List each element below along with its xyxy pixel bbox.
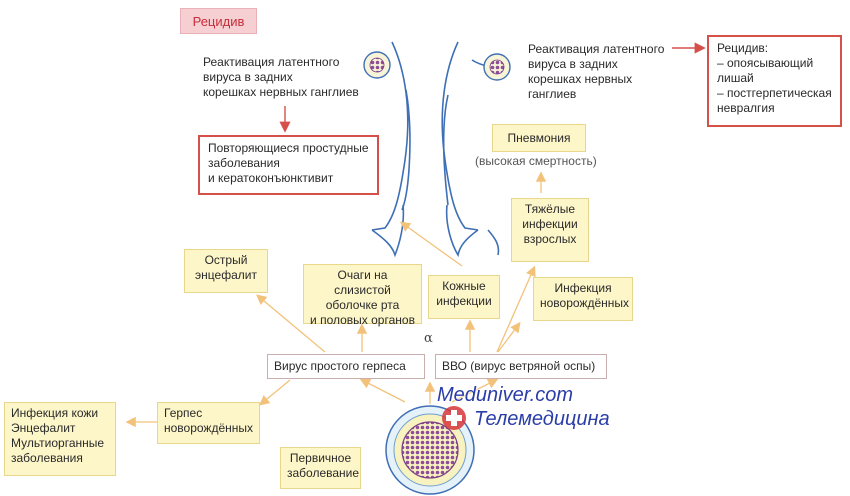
- ganglion-right-icon: [483, 53, 511, 81]
- reactivation-left-text: Реактивация латентного вируса в задних к…: [203, 55, 359, 99]
- newborn-herpes-box: Герпес новорождённых: [157, 402, 260, 444]
- watermark-subtitle: Телемедицина: [474, 408, 610, 430]
- acute-encephalitis-box: Острый энцефалит: [184, 249, 268, 293]
- yellow-arrows: [125, 171, 547, 428]
- relapse-outcome-item: – опоясывающий лишай: [717, 56, 814, 85]
- recurrent-colds-box: Повторяющиеся простудные заболевания и к…: [198, 135, 379, 195]
- watermark-cross-icon: [442, 406, 466, 430]
- pneumonia-note: (высокая смертность): [475, 154, 597, 168]
- alpha-label: α: [424, 331, 433, 346]
- mucosal-foci-box: Очаги на слизистой оболочке рта и половы…: [303, 264, 422, 327]
- relapse-outcomes-heading: Рецидив:: [717, 41, 769, 55]
- neonatal-outcomes-box: Инфекция кожи Энцефалит Мультиорганные з…: [4, 402, 116, 476]
- hsv-box: Вирус простого герпеса: [267, 354, 425, 379]
- relapse-outcome-item: – постгерпетическая невралгия: [717, 86, 832, 115]
- red-arrows: [279, 42, 706, 133]
- vzv-box: ВВО (вирус ветряной оспы): [435, 354, 607, 379]
- pneumonia-box: Пневмония: [492, 124, 586, 152]
- watermark-site: Meduniver.com: [437, 384, 573, 406]
- skin-infections-box: Кожные инфекции: [428, 275, 500, 319]
- reactivation-right-text: Реактивация латентного вируса в задних к…: [528, 42, 665, 101]
- virus-particle-icon: [385, 405, 475, 495]
- newborn-infection-box: Инфекция новорождённых: [533, 277, 633, 321]
- ganglion-left-icon: [363, 51, 391, 79]
- primary-disease-box: Первичное заболевание: [280, 447, 361, 489]
- relapse-title: Рецидив: [180, 8, 257, 34]
- severe-adult-infections-box: Тяжёлые инфекции взрослых: [511, 198, 589, 262]
- relapse-outcomes-box: Рецидив: – опоясывающий лишай – постгерп…: [707, 35, 842, 127]
